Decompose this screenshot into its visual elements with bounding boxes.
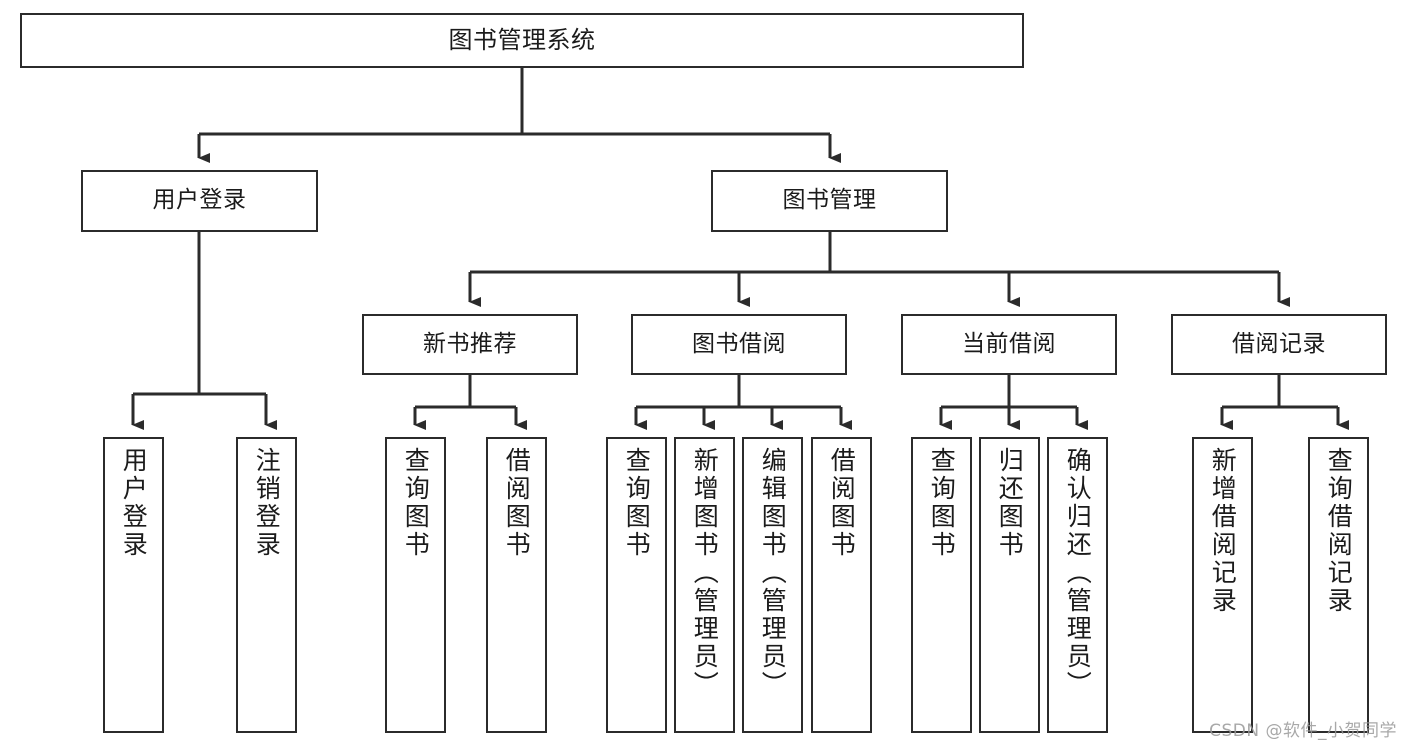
node-root-label: 图书管理系统: [448, 26, 596, 55]
node-leaf-newbook-borrow[interactable]: 借阅图书: [486, 437, 547, 733]
node-leaf-user-logout-label: 注销登录: [252, 447, 282, 559]
node-leaf-user-logout[interactable]: 注销登录: [236, 437, 297, 733]
node-current-borrow[interactable]: 当前借阅: [901, 314, 1117, 375]
node-borrow-record-label: 借阅记录: [1232, 330, 1326, 357]
node-leaf-currentborrow-query[interactable]: 查询图书: [911, 437, 972, 733]
node-book-manage[interactable]: 图书管理: [711, 170, 948, 232]
node-leaf-newbook-query-label: 查询图书: [401, 447, 431, 559]
node-book-borrow[interactable]: 图书借阅: [631, 314, 847, 375]
node-leaf-user-login[interactable]: 用户登录: [103, 437, 164, 733]
node-leaf-newbook-borrow-label: 借阅图书: [502, 447, 532, 559]
node-leaf-borrowrecord-query-label: 查询借阅记录: [1324, 447, 1354, 615]
node-leaf-bookborrow-borrow[interactable]: 借阅图书: [811, 437, 872, 733]
node-leaf-newbook-query[interactable]: 查询图书: [385, 437, 446, 733]
node-borrow-record[interactable]: 借阅记录: [1171, 314, 1387, 375]
node-leaf-bookborrow-edit[interactable]: 编辑图书（管理员）: [742, 437, 803, 733]
node-leaf-bookborrow-query-label: 查询图书: [622, 447, 652, 559]
node-root[interactable]: 图书管理系统: [20, 13, 1024, 68]
node-leaf-borrowrecord-add-label: 新增借阅记录: [1208, 447, 1238, 615]
node-leaf-currentborrow-confirm-label: 确认归还（管理员）: [1063, 447, 1093, 699]
node-leaf-currentborrow-return-label: 归还图书: [995, 447, 1025, 559]
node-leaf-bookborrow-query[interactable]: 查询图书: [606, 437, 667, 733]
node-leaf-borrowrecord-add[interactable]: 新增借阅记录: [1192, 437, 1253, 733]
watermark-text: CSDN @软件_小贺同学: [1209, 721, 1397, 741]
node-book-manage-label: 图书管理: [782, 187, 877, 214]
node-leaf-bookborrow-add[interactable]: 新增图书（管理员）: [674, 437, 735, 733]
node-leaf-currentborrow-return[interactable]: 归还图书: [979, 437, 1040, 733]
node-leaf-bookborrow-borrow-label: 借阅图书: [827, 447, 857, 559]
node-leaf-bookborrow-edit-label: 编辑图书（管理员）: [758, 447, 788, 699]
node-leaf-borrowrecord-query[interactable]: 查询借阅记录: [1308, 437, 1369, 733]
node-user-login[interactable]: 用户登录: [81, 170, 318, 232]
node-leaf-currentborrow-confirm[interactable]: 确认归还（管理员）: [1047, 437, 1108, 733]
node-new-book-recommend-label: 新书推荐: [423, 330, 517, 357]
node-book-borrow-label: 图书借阅: [692, 330, 786, 357]
node-new-book-recommend[interactable]: 新书推荐: [362, 314, 578, 375]
node-leaf-currentborrow-query-label: 查询图书: [927, 447, 957, 559]
node-leaf-user-login-label: 用户登录: [119, 447, 149, 559]
node-user-login-label: 用户登录: [152, 187, 247, 214]
node-leaf-bookborrow-add-label: 新增图书（管理员）: [690, 447, 720, 699]
node-current-borrow-label: 当前借阅: [962, 330, 1056, 357]
